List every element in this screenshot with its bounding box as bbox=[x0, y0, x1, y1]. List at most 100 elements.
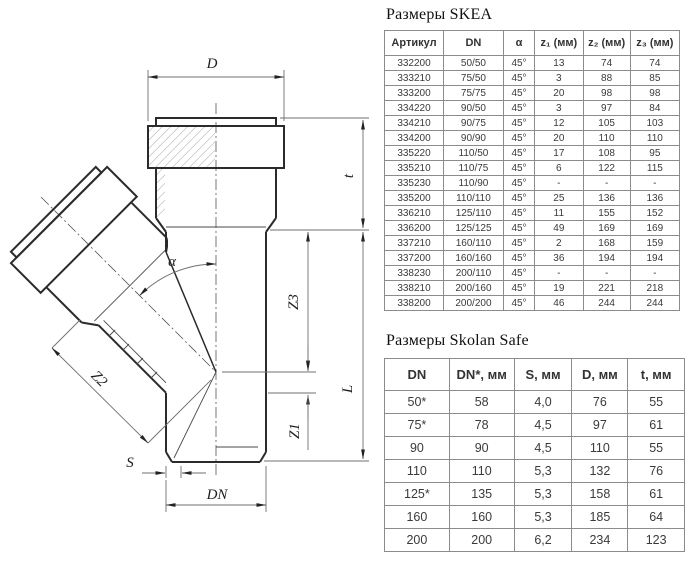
table-cell: 335220 bbox=[384, 145, 444, 161]
table-cell: 45° bbox=[502, 70, 536, 86]
skea-title: Размеры SKEA bbox=[386, 6, 493, 23]
table-cell: 76 bbox=[627, 459, 685, 483]
column-header: DN bbox=[384, 358, 450, 391]
fitting-drawing: D t L Z3 Z1 Z2 bbox=[9, 56, 369, 512]
table-cell: 45° bbox=[502, 280, 536, 296]
dim-label-t: t bbox=[341, 173, 357, 178]
table-cell: 74 bbox=[629, 55, 681, 71]
table-cell: 84 bbox=[629, 100, 681, 116]
table-cell: 45° bbox=[502, 190, 536, 206]
table-cell: 334220 bbox=[384, 100, 444, 116]
table-cell: 122 bbox=[582, 160, 631, 176]
table-cell: 169 bbox=[629, 220, 681, 236]
table-cell: 58 bbox=[448, 390, 515, 414]
table-cell: 4,0 bbox=[513, 390, 573, 414]
table-cell: 332200 bbox=[384, 55, 444, 71]
table-cell: 132 bbox=[571, 459, 629, 483]
table-cell: 90 bbox=[384, 436, 450, 460]
table-cell: 110 bbox=[629, 130, 681, 146]
table-cell: 46 bbox=[534, 295, 584, 311]
table-cell: 12 bbox=[534, 115, 584, 131]
table-cell: 45° bbox=[502, 130, 536, 146]
column-header: t, мм bbox=[627, 358, 685, 391]
table-cell: 6,2 bbox=[513, 528, 573, 552]
table-cell: 123 bbox=[627, 528, 685, 552]
table-cell: 125* bbox=[384, 482, 450, 506]
dim-label-d: D bbox=[206, 56, 218, 72]
table-cell: 20 bbox=[534, 85, 584, 101]
dim-label-z3: Z3 bbox=[286, 294, 302, 310]
table-cell: 90/50 bbox=[443, 100, 504, 116]
table-cell: 110/75 bbox=[443, 160, 504, 176]
table-cell: 4,5 bbox=[513, 413, 573, 437]
table-cell: 110/90 bbox=[443, 175, 504, 191]
table-cell: 45° bbox=[502, 145, 536, 161]
table-cell: 136 bbox=[582, 190, 631, 206]
table-cell: 45° bbox=[502, 220, 536, 236]
table-cell: 45° bbox=[502, 265, 536, 281]
dimensions: D t L Z3 Z1 Z2 bbox=[51, 56, 369, 512]
table-cell: 50/50 bbox=[443, 55, 504, 71]
table-cell: 64 bbox=[627, 505, 685, 529]
table-cell: 45° bbox=[502, 235, 536, 251]
table-cell: - bbox=[629, 265, 681, 281]
table-cell: 200 bbox=[448, 528, 515, 552]
table-cell: 19 bbox=[534, 280, 584, 296]
table-cell: 159 bbox=[629, 235, 681, 251]
table-cell: 158 bbox=[571, 482, 629, 506]
table-cell: 338200 bbox=[384, 295, 444, 311]
table-cell: 98 bbox=[582, 85, 631, 101]
table-cell: 45° bbox=[502, 175, 536, 191]
table-cell: 110 bbox=[384, 459, 450, 483]
table-cell: 194 bbox=[582, 250, 631, 266]
table-cell: 136 bbox=[629, 190, 681, 206]
table-cell: 88 bbox=[582, 70, 631, 86]
table-cell: 218 bbox=[629, 280, 681, 296]
table-cell: 333210 bbox=[384, 70, 444, 86]
table-cell: - bbox=[534, 175, 584, 191]
column-header: z₂ (мм) bbox=[582, 30, 631, 56]
table-cell: 338210 bbox=[384, 280, 444, 296]
column-header: D, мм bbox=[571, 358, 629, 391]
table-cell: 169 bbox=[582, 220, 631, 236]
table-cell: 110 bbox=[571, 436, 629, 460]
dim-label-s: S bbox=[126, 455, 134, 471]
table-cell: 55 bbox=[627, 390, 685, 414]
dim-label-l: L bbox=[340, 385, 356, 394]
table-cell: 5,3 bbox=[513, 459, 573, 483]
table-cell: 244 bbox=[629, 295, 681, 311]
branch-pipe bbox=[97, 320, 167, 394]
column-header: DN*, мм bbox=[448, 358, 515, 391]
table-cell: 3 bbox=[534, 100, 584, 116]
table-cell: 45° bbox=[502, 100, 536, 116]
table-cell: 13 bbox=[534, 55, 584, 71]
dim-label-z2: Z2 bbox=[88, 368, 111, 391]
main-pipe-body bbox=[147, 117, 285, 463]
table-cell: 11 bbox=[534, 205, 584, 221]
table-cell: 75* bbox=[384, 413, 450, 437]
table-cell: 160 bbox=[384, 505, 450, 529]
table-cell: 234 bbox=[571, 528, 629, 552]
table-cell: 110 bbox=[448, 459, 515, 483]
table-cell: 200 bbox=[384, 528, 450, 552]
table-cell: 97 bbox=[571, 413, 629, 437]
table-cell: 61 bbox=[627, 413, 685, 437]
table-cell: 45° bbox=[502, 250, 536, 266]
table-cell: 108 bbox=[582, 145, 631, 161]
skolan-title: Размеры Skolan Safe bbox=[386, 332, 529, 349]
table-cell: 2 bbox=[534, 235, 584, 251]
column-header: z₃ (мм) bbox=[629, 30, 681, 56]
